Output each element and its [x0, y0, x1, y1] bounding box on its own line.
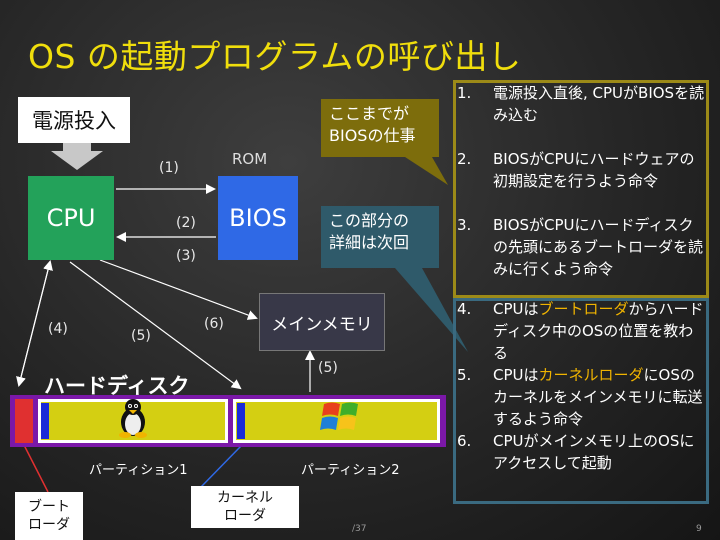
kernel-loader-label: カーネル ローダ: [191, 486, 299, 528]
steps-list: 1. 電源投入直後, CPUがBIOSを読み込む 2. BIOSがCPUにハード…: [457, 82, 707, 474]
main-memory-box: メインメモリ: [259, 293, 385, 351]
power-on-box: 電源投入: [18, 97, 130, 143]
kernel-loader-marker-2: [237, 403, 245, 439]
callout-bios-work: ここまでが BIOSの仕事: [321, 99, 439, 157]
boot-loader-segment: [15, 399, 33, 443]
cpu-box: CPU: [28, 176, 114, 260]
callout-next-time: この部分の 詳細は次回: [321, 206, 439, 268]
windows-logo-icon: [320, 402, 358, 430]
bootloader-pointer: [23, 444, 49, 493]
step-item: 4. CPUはブートローダからハードディスク中のOSの位置を教わる: [457, 300, 704, 362]
arrow-label-2: (2): [176, 215, 196, 231]
step-item: 6. CPUがメインメモリ上のOSにアクセスして起動: [457, 432, 695, 472]
partition-1-label: パーティション1: [89, 463, 188, 478]
rom-label: ROM: [232, 150, 268, 168]
power-arrow: [51, 143, 103, 170]
kernel-loader-marker-1: [41, 403, 49, 439]
footer-page-number: 9: [696, 524, 702, 534]
footer-page-total: /37: [352, 524, 367, 534]
callout-bios-pointer: [405, 157, 448, 185]
arrow-cpu-memory: [99, 259, 258, 320]
kernelloader-pointer: [199, 444, 243, 489]
steps-box-bios: [453, 80, 709, 298]
callout-next-pointer: [395, 268, 468, 352]
slide-title: OS の起動プログラムの呼び出し: [28, 37, 522, 76]
arrow-cpu-kernelloader: [69, 261, 242, 390]
arrow-label-1: (1): [159, 160, 179, 176]
step-item: 2. BIOSがCPUにハードウェアの初期設定を行うよう命令: [457, 150, 695, 190]
linux-penguin-icon: [119, 399, 147, 438]
step-item: 5. CPUはカーネルローダにOSのカーネルをメインメモリに転送するよう命令: [457, 366, 703, 428]
arrow-label-3: (3): [176, 248, 196, 264]
arrow-label-5: (5): [131, 328, 151, 344]
steps-box-os: [453, 298, 709, 504]
arrow-label-4: (4): [48, 321, 68, 337]
partition-2-label: パーティション2: [301, 463, 400, 478]
hard-disk-label: ハードディスク: [44, 374, 190, 398]
boot-loader-label: ブート ローダ: [15, 492, 83, 540]
arrow-label-5b: (5): [318, 360, 338, 376]
step-item: 3. BIOSがCPUにハードディスクの先頭にあるブートローダを読みに行くよう命…: [457, 216, 704, 278]
arrow-label-6: (6): [204, 316, 224, 332]
bios-box: BIOS: [218, 176, 298, 260]
step-item: 1. 電源投入直後, CPUがBIOSを読み込む: [457, 84, 705, 124]
